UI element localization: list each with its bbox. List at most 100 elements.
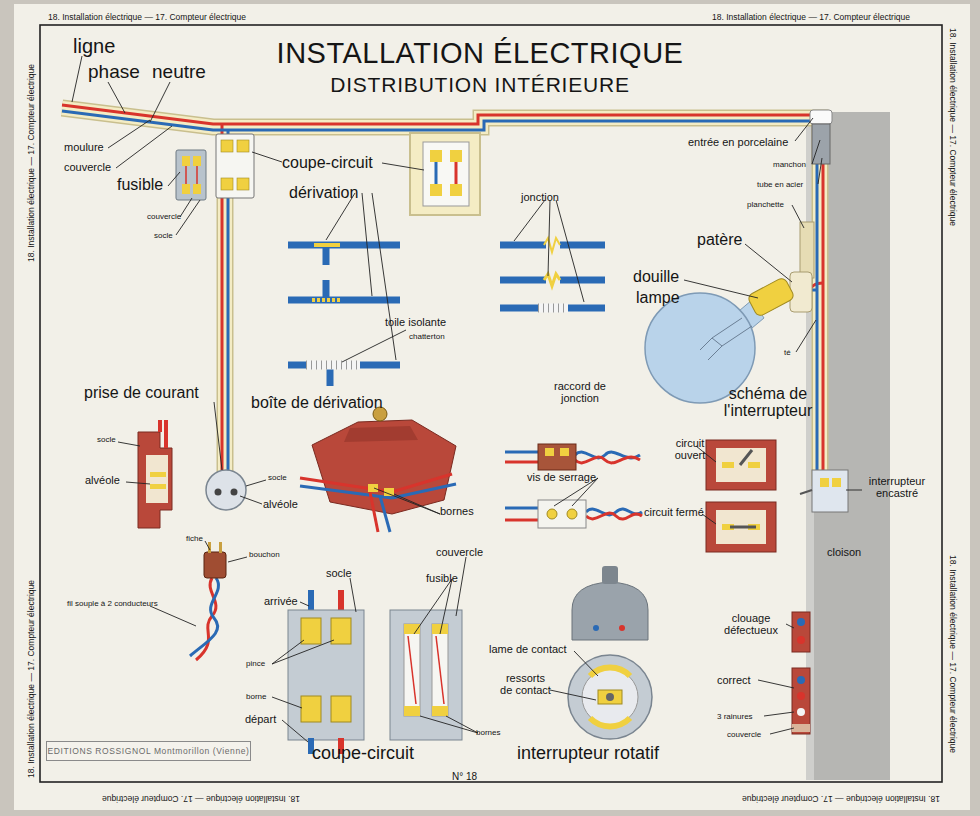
part-label: schéma de l'interrupteur — [703, 385, 833, 420]
junction-box — [392, 484, 456, 498]
leader-line — [514, 200, 545, 241]
terminal-connector — [505, 507, 540, 510]
fuse-holder — [196, 166, 198, 184]
terminal-connector — [538, 444, 576, 470]
terminal-connector — [538, 500, 586, 528]
border-caption: 18. Installation électrique — 17. Compte… — [742, 794, 940, 803]
rotary-switch — [568, 566, 652, 739]
round-socket — [231, 489, 238, 496]
junction-box — [370, 492, 378, 532]
fuse-holder — [193, 156, 201, 166]
part-label: interrupteur rotatif — [517, 744, 659, 763]
terminal-connector — [545, 448, 554, 456]
leader-line — [272, 640, 304, 664]
part-label: circuit fermé — [644, 507, 704, 519]
circuit-breaker-top — [216, 134, 254, 198]
switch-diagram — [716, 510, 766, 544]
flush-switch — [812, 470, 848, 512]
part-label: lampe — [636, 289, 680, 306]
switch-diagram — [730, 526, 756, 529]
circuit-breaker-cover — [432, 624, 448, 716]
leader-line — [374, 488, 440, 514]
junction-box — [392, 474, 452, 492]
leader-line — [456, 557, 466, 616]
leader-line — [684, 280, 758, 298]
publisher-text: EDITIONS ROSSIGNOL Montmorillon (Vienne) — [47, 746, 249, 756]
leader-line — [282, 720, 308, 742]
leader-line — [795, 118, 813, 141]
switch-diagram — [706, 440, 776, 552]
round-socket — [206, 470, 246, 510]
wall-socket-section — [150, 472, 166, 477]
lamp — [790, 272, 812, 312]
branch-splice — [288, 362, 400, 369]
part-label: bornes — [476, 729, 500, 738]
leader-line — [786, 624, 794, 628]
part-label: fusible — [117, 176, 163, 193]
circuit-breaker-base — [301, 696, 321, 722]
border-caption: 18. Installation électrique — 17. Compte… — [27, 580, 36, 778]
leader-line — [414, 579, 452, 634]
leader-line — [252, 152, 282, 162]
rotary-switch — [582, 669, 638, 725]
leader-line — [272, 640, 334, 664]
junction-box-top — [435, 162, 438, 184]
branch-splice — [323, 245, 330, 265]
border-caption: 18. Installation électrique — 17. Compte… — [948, 555, 957, 753]
leader-line — [372, 193, 396, 360]
part-label: socle — [326, 568, 352, 580]
terminal-connector — [505, 451, 540, 454]
rotary-switch — [593, 625, 599, 631]
wall-plug-block — [797, 618, 805, 626]
rotary-switch — [602, 566, 618, 584]
wall-socket-section — [158, 420, 162, 432]
porcelain-entry — [810, 110, 832, 124]
leader-line — [556, 200, 584, 302]
phase-wire — [62, 105, 823, 486]
flush-switch — [832, 478, 841, 487]
leader-line — [770, 728, 794, 734]
wall-socket-section — [164, 420, 168, 448]
part-label: N° 18 — [452, 772, 477, 783]
junction-box — [300, 407, 456, 532]
moulding — [62, 108, 820, 486]
plug — [219, 542, 222, 553]
leader-line — [702, 514, 716, 524]
part-label: té — [784, 349, 791, 358]
wire-joint — [544, 274, 560, 286]
circuit-breaker-base — [288, 610, 364, 740]
part-label: socle — [268, 474, 287, 483]
leader-line — [272, 697, 302, 708]
leader-line — [228, 557, 247, 562]
part-label: entrée en porcelaine — [688, 137, 788, 149]
branch-splice — [288, 245, 400, 386]
flush-switch — [800, 490, 812, 494]
part-label: coupe-circuit — [312, 744, 414, 763]
part-label: 18. Installation électrique — 17. Compte… — [48, 13, 246, 22]
terminal-connector — [505, 519, 540, 522]
wire-joint — [500, 238, 605, 308]
leader-line — [126, 482, 150, 484]
part-label: fusible — [426, 573, 458, 585]
part-label: ligne — [73, 36, 115, 58]
junction-box-top — [450, 150, 462, 162]
part-label: coupe-circuit — [282, 154, 373, 171]
neutral-wire — [62, 111, 817, 486]
fuse-holder — [193, 184, 201, 194]
circuit-breaker-base — [331, 696, 351, 722]
leader-line — [745, 244, 792, 282]
branch-splice — [306, 361, 360, 370]
part-label: douille — [633, 268, 679, 285]
rotary-switch — [572, 582, 648, 640]
rotary-switch — [619, 625, 625, 631]
fuse-holder — [185, 166, 187, 184]
junction-box-top — [410, 133, 480, 215]
plug — [190, 578, 219, 656]
leader-line — [214, 402, 222, 470]
part-label: moulure — [64, 142, 104, 154]
circuit-breaker-base — [288, 590, 364, 754]
circuit-breaker-cover — [404, 706, 420, 716]
lamp — [712, 318, 752, 346]
part-label: bouchon — [249, 551, 280, 560]
